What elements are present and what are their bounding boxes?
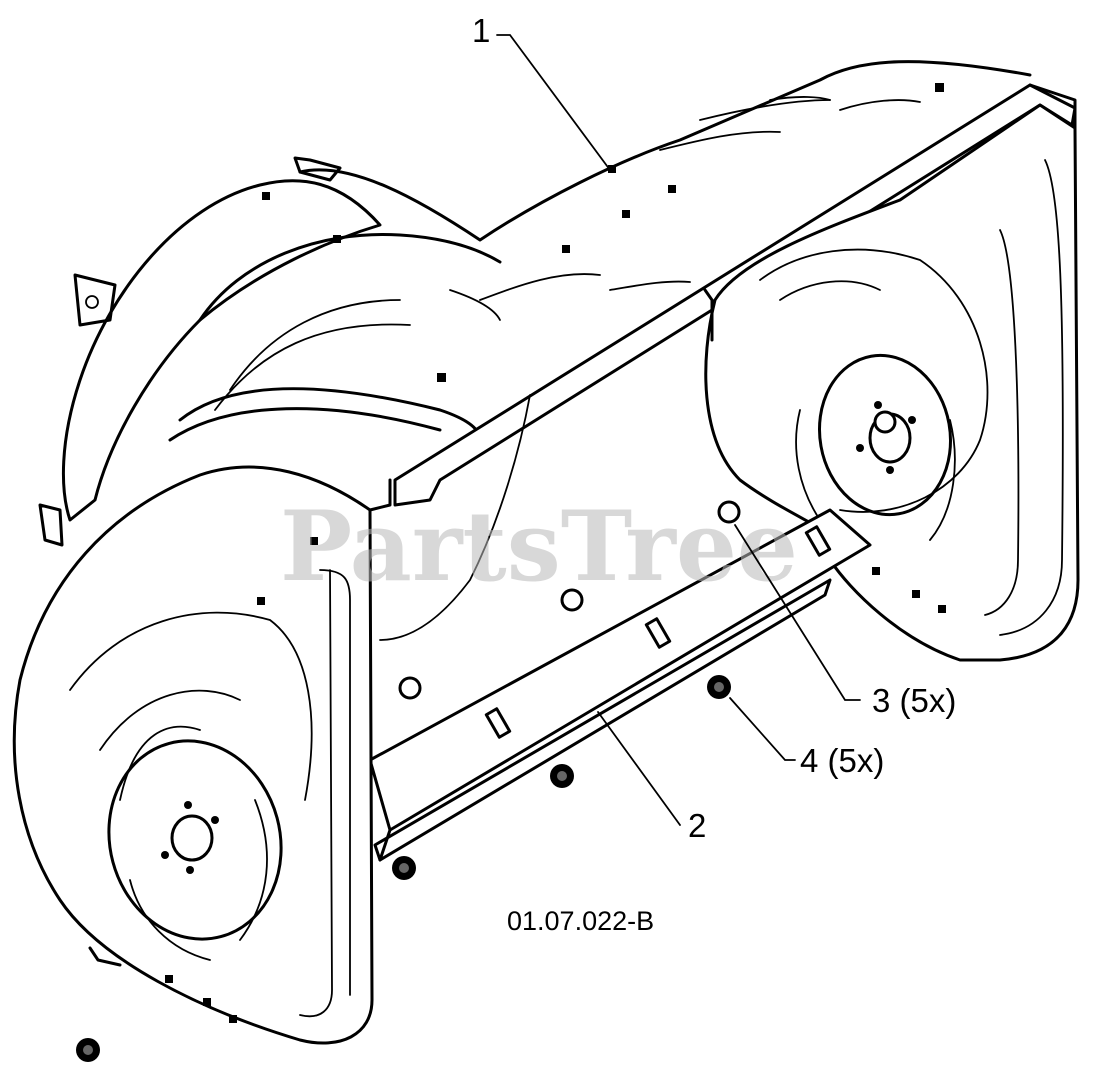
left-side-plate [12,465,374,1045]
callout-3-label: 3 (5x) [872,682,956,719]
watermark: PartsTree [280,490,798,603]
callout-2-label: 2 [688,807,706,844]
auger-housing-drum [38,60,1032,547]
callout-leaders [496,34,861,826]
drawing-number: 01.07.022-B [507,906,654,936]
hex-nuts [76,675,731,1062]
bottom-scraper-bar [368,508,872,862]
carriage-bolts [398,500,741,700]
callout-4-label: 4 (5x) [800,742,884,779]
right-side-plate [703,103,1080,662]
callout-1-label: 1 [472,12,490,49]
